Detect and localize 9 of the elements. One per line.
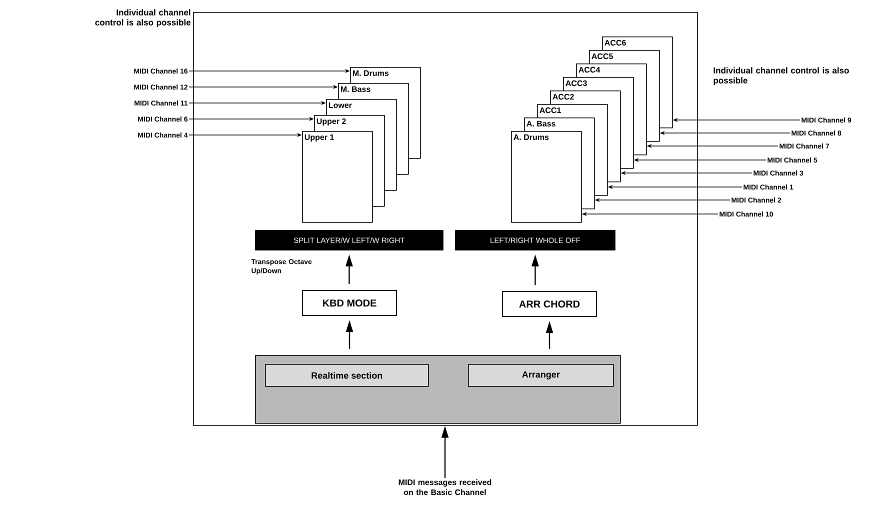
section-box: Realtime section bbox=[265, 364, 429, 387]
mode-box: ARR CHORD bbox=[502, 291, 597, 317]
part-card: Upper 1 bbox=[302, 131, 373, 223]
input-label: MIDI messages received on the Basic Channel bbox=[398, 479, 492, 496]
section-box: Arranger bbox=[468, 364, 614, 387]
mode-box: KBD MODE bbox=[302, 290, 397, 316]
part-card: A. Drums bbox=[511, 131, 582, 223]
note-text: Individual channel control is also possible bbox=[95, 9, 191, 28]
note-text: Individual channel control is also possible bbox=[714, 67, 849, 86]
